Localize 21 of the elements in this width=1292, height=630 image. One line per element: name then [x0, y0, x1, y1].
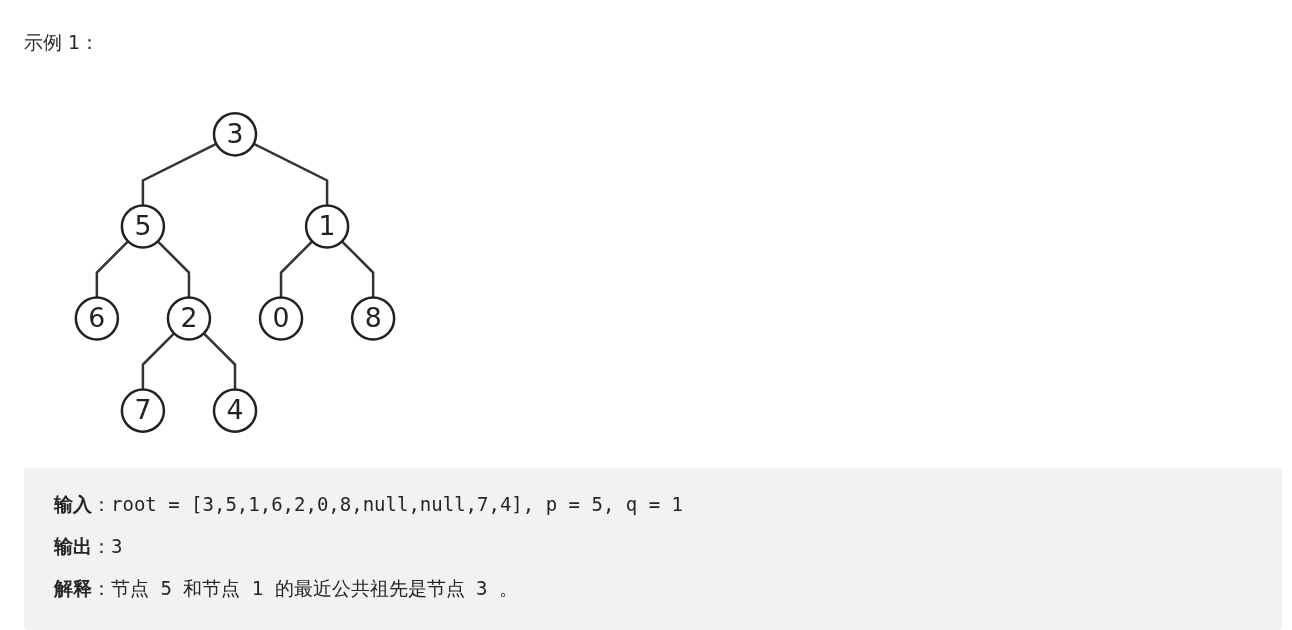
node-circle: 1 [304, 204, 350, 249]
connector [141, 142, 217, 206]
connector [341, 240, 375, 298]
example-heading: 示例 1： [24, 30, 100, 55]
connector [279, 240, 314, 298]
node-circle: 4 [212, 388, 258, 433]
example-text-line: 输出：3 [54, 534, 123, 559]
connector [156, 240, 191, 298]
connector [95, 240, 129, 298]
node-circle: 2 [166, 296, 212, 341]
node-circle: 7 [120, 388, 166, 433]
example-text-line: 解释：节点 5 和节点 1 的最近公共祖先是节点 3 。 [54, 576, 518, 601]
connector [202, 332, 237, 390]
node-circle: 0 [258, 296, 304, 341]
node-circle: 8 [350, 296, 396, 341]
node-circle: 6 [74, 296, 120, 341]
node-circle: 3 [212, 112, 258, 157]
example-text-line: 输入：root = [3,5,1,6,2,0,8,null,null,7,4], p = 5, q = 1 [54, 492, 683, 517]
node-circle: 5 [120, 204, 166, 249]
connector [253, 142, 329, 206]
connector [141, 332, 175, 390]
